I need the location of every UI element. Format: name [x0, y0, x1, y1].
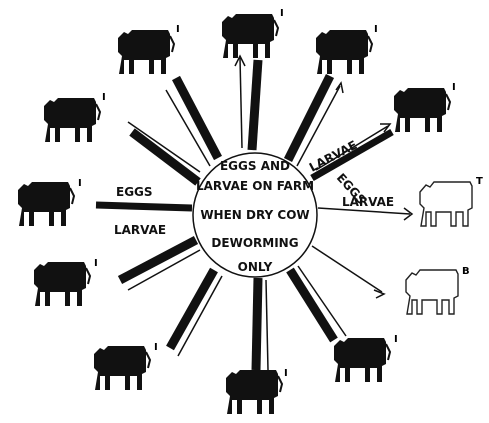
svg-text:T: T [476, 176, 483, 187]
spoke-bottom-right [290, 270, 334, 340]
center-line-3: WHEN DRY COW [200, 208, 309, 222]
cow-upper-right: I [394, 82, 456, 132]
center-line-4: DEWORMING [211, 236, 298, 250]
svg-text:I: I [94, 258, 98, 269]
svg-text:I: I [452, 82, 456, 93]
spoke-bottom [256, 278, 258, 370]
svg-text:I: I [154, 342, 158, 353]
svg-text:B: B [462, 266, 470, 277]
svg-text:I: I [394, 334, 398, 345]
center-line-5: ONLY [238, 260, 273, 274]
svg-text:I: I [284, 368, 288, 379]
svg-text:I: I [280, 8, 284, 19]
cow-bottom-right: I [334, 334, 398, 382]
cow-top-right: I [316, 24, 378, 74]
label-left-larvae: LARVAE [114, 223, 166, 237]
spoke-top-right [288, 76, 330, 160]
center-line-1: EGGS AND [220, 159, 290, 173]
svg-text:I: I [374, 24, 378, 35]
spoke-bottom-thin [266, 280, 268, 370]
cow-bottom: I [226, 368, 288, 414]
svg-text:I: I [176, 24, 180, 35]
cow-top: I [222, 8, 284, 58]
spoke-lower-right-thin [312, 246, 382, 292]
cow-top-left: I [118, 24, 180, 74]
cow-right-treated-2: B [406, 266, 470, 314]
cow-upper-left: I [44, 92, 106, 142]
cow-bottom-left: I [94, 342, 158, 390]
cow-left: I [18, 178, 82, 226]
label-right-larvae-lower: LARVAE [342, 195, 394, 209]
spoke-left [96, 205, 192, 208]
svg-text:I: I [102, 92, 106, 103]
spoke-bottom-left [170, 270, 214, 348]
cow-right-treated-1: T [420, 176, 483, 226]
svg-text:I: I [78, 178, 82, 189]
spoke-upper-left [132, 132, 198, 182]
center-line-2: LARVAE ON FARM [196, 179, 314, 193]
label-left-eggs: EGGS [116, 185, 153, 199]
spoke-top [252, 60, 258, 150]
spoke-top-thin [240, 58, 242, 148]
cow-lower-left: I [34, 258, 98, 306]
